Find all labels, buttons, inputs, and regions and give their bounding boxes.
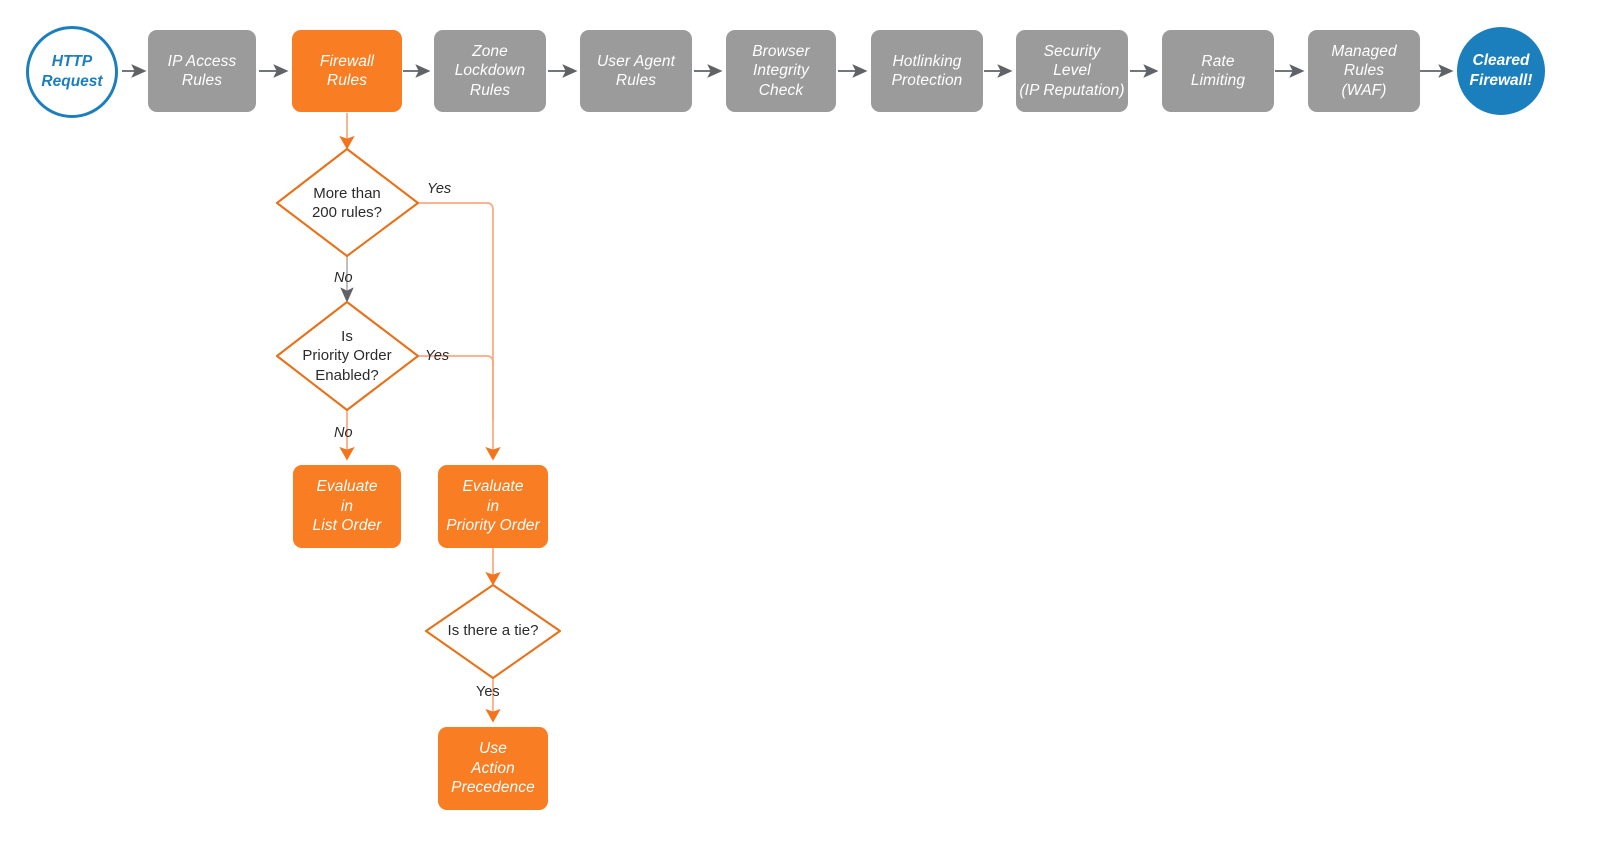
node-evaluate-in-list-order[interactable]: Evaluate in List Order — [293, 465, 401, 548]
node-firewall-rules[interactable]: Firewall Rules — [292, 30, 402, 112]
edge-label-priority-order-no: No — [334, 425, 353, 441]
node-hotlinking-protection[interactable]: Hotlinking Protection — [871, 30, 983, 112]
node-zone-lockdown-rules[interactable]: Zone Lockdown Rules — [434, 30, 546, 112]
edge-label-tie-yes: Yes — [476, 684, 500, 700]
node-managed-rules-waf[interactable]: Managed Rules (WAF) — [1308, 30, 1420, 112]
decision-is-priority-order-enabled[interactable]: Is Priority Order Enabled? — [302, 328, 392, 384]
node-cleared-firewall[interactable]: Cleared Firewall! — [1457, 27, 1545, 115]
node-ip-access-rules[interactable]: IP Access Rules — [148, 30, 256, 112]
node-evaluate-in-priority-order[interactable]: Evaluate in Priority Order — [438, 465, 548, 548]
node-use-action-precedence[interactable]: Use Action Precedence — [438, 727, 548, 810]
edge-label-more-than-200-yes: Yes — [427, 181, 452, 197]
node-user-agent-rules[interactable]: User Agent Rules — [580, 30, 692, 112]
node-security-level[interactable]: Security Level (IP Reputation) — [1016, 30, 1128, 112]
decision-more-than-200-rules[interactable]: More than 200 rules? — [311, 184, 383, 221]
node-browser-integrity-check[interactable]: Browser Integrity Check — [726, 30, 836, 112]
edge-label-priority-order-yes: Yes — [425, 348, 450, 364]
decision-is-there-a-tie[interactable]: Is there a tie? — [447, 622, 539, 640]
node-rate-limiting[interactable]: Rate Limiting — [1162, 30, 1274, 112]
edge-label-more-than-200-no: No — [334, 270, 353, 286]
node-http-request[interactable]: HTTP Request — [26, 26, 118, 118]
